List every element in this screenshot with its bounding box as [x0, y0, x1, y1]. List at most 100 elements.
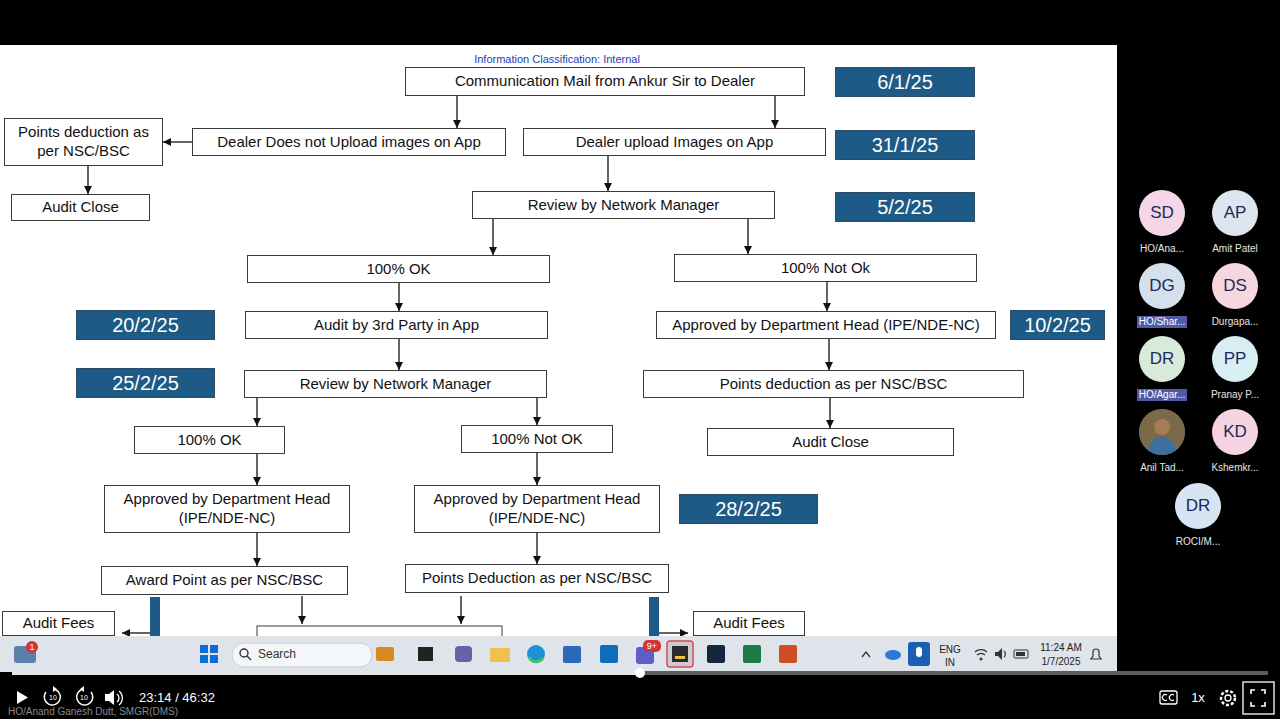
participant-avatar: Anil Tad...	[1126, 409, 1198, 475]
box-text: 100% Not Ok	[781, 259, 870, 278]
process-box: Points Deduction as per NSC/BSC	[405, 564, 669, 593]
windows-logo	[210, 655, 218, 663]
participant-avatar: SD HO/Ana...	[1126, 190, 1198, 256]
avatar-initials: DG	[1149, 276, 1175, 296]
date-text: 25/2/25	[112, 371, 179, 395]
date-text: 31/1/25	[872, 133, 939, 157]
date-text: 10/2/25	[1024, 313, 1091, 337]
process-box: Award Point as per NSC/BSC	[101, 566, 348, 595]
flow-arrow	[256, 533, 257, 566]
flow-arrow	[87, 166, 88, 194]
photo-head	[1154, 419, 1170, 435]
name-row: ROCI/M...	[1162, 531, 1234, 549]
process-box: Audit Fees	[2, 611, 115, 636]
box-text: Audit Fees	[713, 614, 785, 633]
box-text: Audit Close	[792, 433, 869, 452]
badge-count: 9+	[647, 642, 657, 651]
participant-avatar: PP Pranay P...	[1199, 336, 1271, 402]
participant-name: Amit Patel	[1210, 243, 1260, 255]
name-row: HO/Agar...	[1126, 384, 1198, 402]
participant-name: Pranay P...	[1209, 389, 1261, 401]
flow-arrow	[536, 453, 537, 485]
box-text: 100% OK	[177, 431, 241, 450]
participant-name: HO/Agar...	[1137, 389, 1188, 401]
settings-icon	[1225, 695, 1231, 701]
flow-arrow	[828, 339, 829, 370]
process-box: Points deduction as per NSC/BSC	[643, 370, 1024, 398]
avatar-circle: SD	[1139, 190, 1185, 236]
skip-back-icon	[53, 686, 57, 692]
video-time: 23:14 / 46:32	[139, 691, 215, 704]
fullscreen-focus	[1243, 682, 1274, 714]
date-text: 28/2/25	[715, 497, 782, 521]
notification-badge	[26, 641, 38, 653]
box-text: Approved by Department Head (IPE/NDE-NC)	[421, 490, 653, 528]
avatar-circle: PP	[1212, 336, 1258, 382]
play-button	[17, 691, 28, 704]
search-icon	[240, 649, 248, 657]
process-box: 100% Not OK	[461, 425, 613, 453]
region-code: IN	[945, 658, 955, 668]
box-text: Audit Close	[42, 198, 119, 217]
taskbar	[0, 636, 1117, 672]
flow-line	[301, 596, 302, 624]
wifi-icon	[975, 650, 987, 655]
flow-arrow	[536, 533, 537, 564]
process-box: Approved by Department Head (IPE/NDE-NC)	[656, 311, 996, 339]
app-icon	[490, 648, 510, 662]
flow-line	[659, 632, 688, 633]
avatar-circle: DG	[1139, 263, 1185, 309]
progress-knob	[635, 668, 645, 678]
search-box	[232, 643, 372, 667]
cloud-icon	[885, 650, 901, 660]
avatar-circle: KD	[1212, 409, 1258, 455]
skip-seconds: 10	[49, 694, 57, 701]
app-icon	[527, 645, 545, 663]
app-icon	[779, 645, 797, 663]
photo-ground	[1139, 409, 1185, 455]
box-text: 100% OK	[366, 260, 430, 279]
watermark-name: HO/Anand Ganesh Dutt, SMGR(DMS)	[8, 707, 178, 717]
date-badge: 6/1/25	[835, 67, 975, 97]
app-icon	[675, 656, 685, 659]
skip-seconds: 10	[80, 694, 88, 701]
blue-bar	[150, 597, 160, 636]
language-code: ENG	[939, 645, 961, 655]
box-text: Audit Fees	[23, 614, 95, 633]
badge-count: 1	[29, 643, 34, 652]
box-text: Approved by Department Head (IPE/NDE-NC)	[672, 316, 980, 335]
volume-icon	[105, 690, 114, 705]
notification-icon	[1091, 649, 1101, 659]
flow-arrow	[456, 96, 457, 128]
participant-name: Durgapa...	[1210, 316, 1261, 328]
playback-speed: 1x	[1191, 691, 1205, 704]
slide-area	[0, 45, 1117, 636]
box-text: Points Deduction as per NSC/BSC	[422, 569, 652, 588]
process-box: 100% Not Ok	[674, 254, 977, 282]
process-box: Audit Close	[707, 428, 954, 456]
process-box: Approved by Department Head (IPE/NDE-NC)	[414, 485, 660, 533]
process-box: Review by Network Manager	[472, 191, 775, 219]
participant-avatar: DRROCI/M...	[1162, 483, 1234, 549]
app-icon	[743, 645, 761, 663]
avatar-initials: KD	[1223, 422, 1247, 442]
app-icon	[707, 645, 725, 663]
flow-arrow	[398, 283, 399, 311]
box-text: Dealer Does not Upload images on App	[217, 133, 481, 152]
flow-arrow	[398, 339, 399, 370]
flow-line	[122, 632, 150, 633]
flow-arrow	[826, 282, 827, 311]
captions-icon	[1160, 691, 1177, 704]
mic-icon	[916, 647, 922, 657]
app-icon	[672, 646, 688, 662]
windows-logo	[200, 655, 208, 663]
flow-arrow	[163, 141, 192, 142]
search-text: Search	[258, 648, 296, 660]
name-row: Durgapa...	[1199, 311, 1271, 329]
volume-icon	[995, 648, 1002, 660]
participant-avatar: APAmit Patel	[1199, 190, 1271, 256]
process-box: Points deduction as per NSC/BSC	[4, 118, 163, 166]
name-row: HO/Ana...	[1126, 238, 1198, 256]
